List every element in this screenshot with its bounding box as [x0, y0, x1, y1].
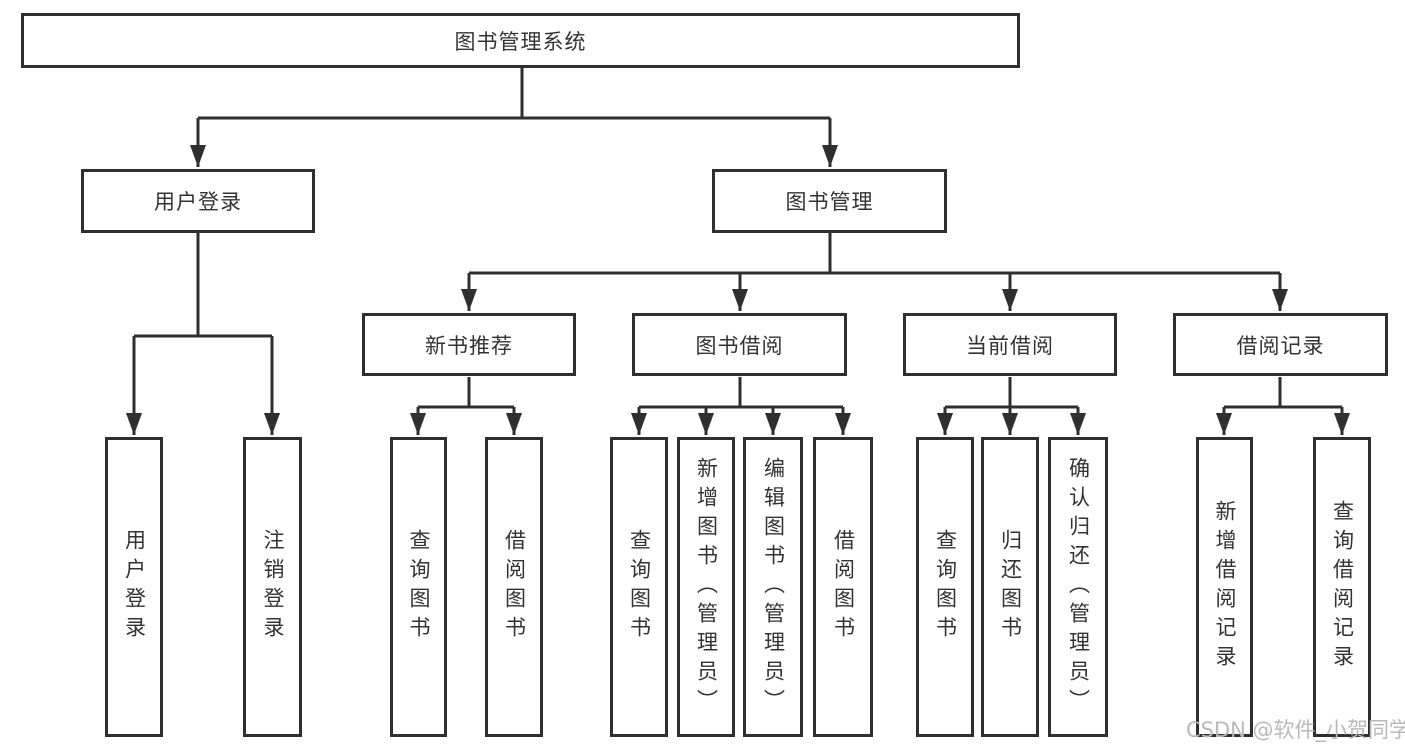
csdn-watermark: CSDN @软件_小贺同学	[1186, 718, 1405, 742]
node-library-management-system: 图书管理系统	[21, 13, 1020, 68]
arrow-lines	[126, 118, 1350, 435]
leaf-newbook-borrow-books: 借阅图书	[485, 437, 543, 737]
node-borrowing-records: 借阅记录	[1173, 313, 1388, 376]
leaf-logout: 注销登录	[243, 437, 302, 737]
node-book-borrowing: 图书借阅	[632, 313, 847, 376]
leaf-borrow-edit-books-admin: 编辑图书（管理员）	[743, 437, 803, 737]
tree-skeleton-lines	[134, 68, 1342, 409]
leaf-records-add-record: 新增借阅记录	[1196, 437, 1253, 737]
leaf-borrow-query-books: 查询图书	[610, 437, 668, 737]
node-book-management: 图书管理	[712, 169, 947, 233]
node-current-borrowing: 当前借阅	[903, 313, 1117, 376]
leaf-newbook-query-books: 查询图书	[390, 437, 447, 737]
leaf-user-login: 用户登录	[105, 437, 163, 737]
node-user-login: 用户登录	[81, 169, 315, 233]
leaf-borrow-borrow-books: 借阅图书	[813, 437, 873, 737]
leaf-current-confirm-return-admin: 确认归还（管理员）	[1048, 437, 1108, 737]
leaf-current-query-books: 查询图书	[916, 437, 974, 737]
leaf-borrow-add-books-admin: 新增图书（管理员）	[677, 437, 735, 737]
leaf-current-return-books: 归还图书	[981, 437, 1039, 737]
leaf-records-query-record: 查询借阅记录	[1313, 437, 1371, 737]
node-new-book-recommendation: 新书推荐	[362, 313, 576, 376]
